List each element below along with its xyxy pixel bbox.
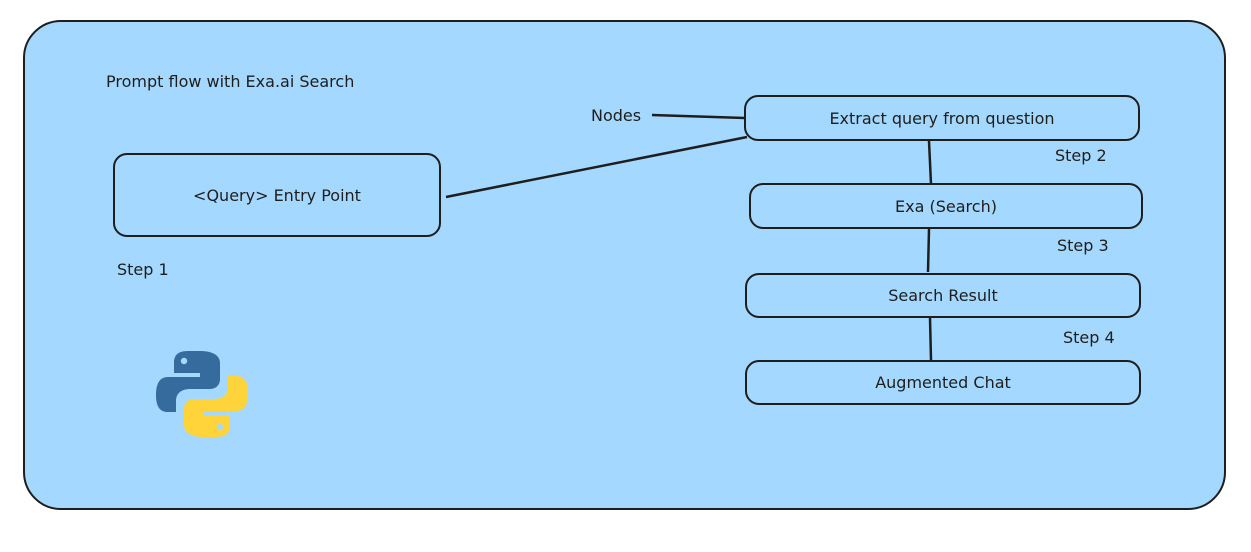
exa-to-result-connector [926,228,931,273]
result-to-chat-connector [928,317,933,361]
entry-point-node: <Query> Entry Point [113,153,441,237]
extract-to-exa-connector [927,140,933,185]
nodes-pointer-line [651,113,746,120]
nodes-label: Nodes [591,106,642,125]
augmented-chat-node-label: Augmented Chat [875,373,1011,392]
step-1-label: Step 1 [117,260,169,279]
exa-search-node: Exa (Search) [749,183,1143,229]
extract-query-node-label: Extract query from question [829,108,1055,128]
search-result-node: Search Result [745,273,1141,318]
extract-query-node: Extract query from question [744,95,1140,141]
entry-point-node-label: <Query> Entry Point [193,185,361,205]
step-3-label: Step 3 [1057,236,1109,255]
entry-to-extract-connector [445,135,748,199]
search-result-node-label: Search Result [888,286,998,305]
diagram-title: Prompt flow with Exa.ai Search [106,72,355,91]
python-logo-icon [156,351,248,437]
step-2-label: Step 2 [1055,146,1107,165]
step-4-label: Step 4 [1063,328,1115,347]
augmented-chat-node: Augmented Chat [745,360,1141,405]
exa-search-node-label: Exa (Search) [895,196,997,216]
